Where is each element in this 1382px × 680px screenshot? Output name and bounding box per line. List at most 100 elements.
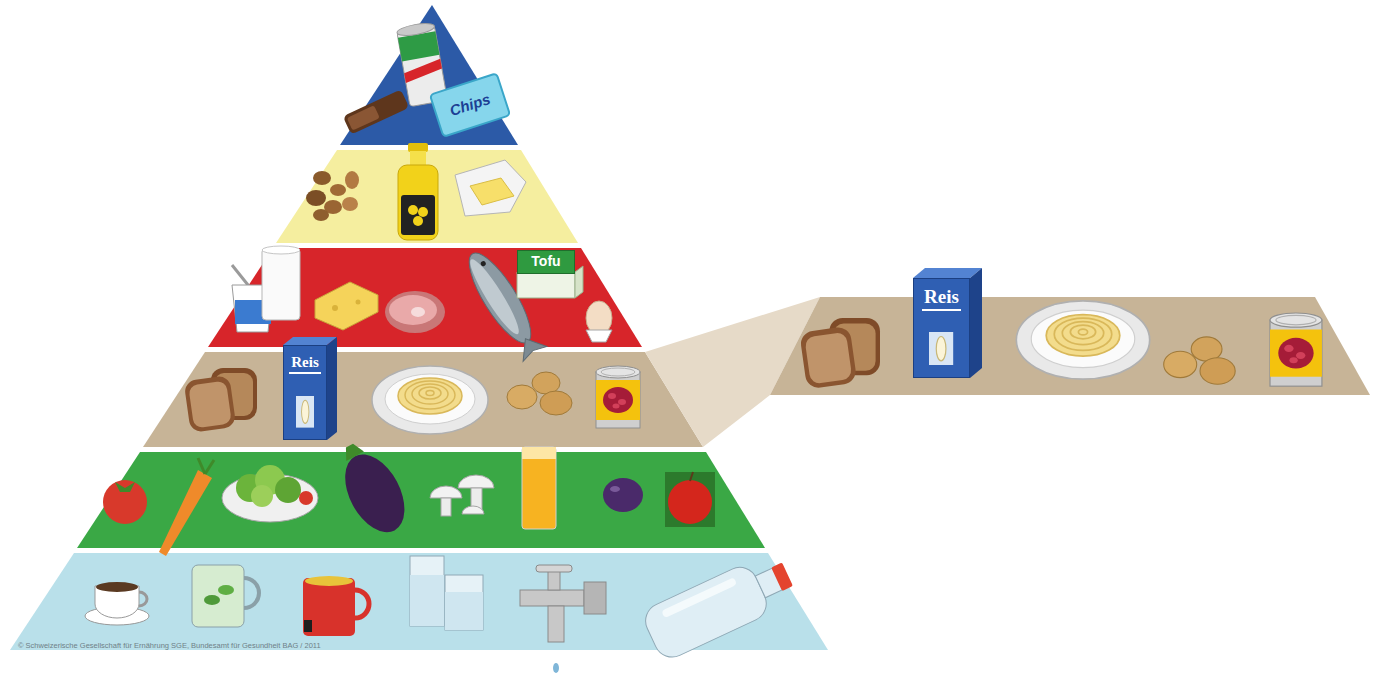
dairy-meat-fish-egg-part-part: [480, 260, 487, 267]
tofu-box: Tofu: [517, 250, 575, 274]
starch-foods-part: [184, 368, 257, 433]
drinks-part: [96, 582, 138, 592]
nuts-oil-butter: [306, 143, 526, 240]
vegetables-and-fruit-part: [690, 472, 693, 481]
nuts-oil-butter-part: [401, 195, 435, 235]
zoom-band: [645, 297, 1370, 447]
vegetables-and-fruit-part: [603, 478, 643, 512]
pyramid-bands-part: [340, 5, 518, 145]
drinks-part: [244, 578, 259, 608]
nuts-oil-butter-part: [313, 209, 329, 221]
nuts-oil-butter-part: [418, 207, 428, 217]
vegetables-and-fruit-part: [458, 475, 494, 488]
drinks-part: [520, 590, 584, 606]
rice-box: Reis: [913, 278, 970, 378]
vegetables-and-fruit-part: [668, 480, 712, 524]
pyramid-bands-part: [77, 452, 765, 548]
dairy-meat-fish-egg-part: [262, 248, 300, 320]
dairy-meat-fish-egg-part-part: [464, 255, 524, 338]
vegetables-and-fruit-part: [610, 486, 620, 492]
starch-foods-part: [327, 337, 337, 440]
pyramid-bands-part: [143, 352, 703, 447]
pyramid-bands: [10, 5, 828, 650]
vegetables-and-fruit-part: [441, 498, 451, 516]
dairy-meat-fish-egg-part: [262, 246, 300, 254]
starch-foods-part: [372, 366, 488, 434]
rice-grain: [301, 400, 308, 423]
dairy-meat-fish-egg-part: [411, 307, 425, 317]
dairy-meat-fish-egg-part-part: [514, 331, 547, 361]
vegetables-and-fruit-part: [205, 460, 214, 474]
nuts-oil-butter-part: [313, 171, 331, 185]
drinks-part: [139, 592, 147, 606]
starch-foods: [184, 337, 640, 440]
chips-bag: Chips: [429, 72, 512, 138]
drinks-part: [548, 606, 564, 642]
vegetables-and-fruit-part: [327, 434, 416, 542]
sweets-and-snacks: [343, 21, 448, 134]
drinks-part-part: [640, 561, 772, 662]
drinks-part: [305, 576, 353, 586]
rice-window-ground: [929, 332, 953, 365]
nuts-oil-butter-part: [398, 165, 438, 240]
starch-foods-zoom-part: [913, 268, 982, 278]
dairy-meat-fish-egg-part: [315, 282, 378, 330]
vegetables-and-fruit-part: [275, 477, 301, 503]
drinks-part: [410, 575, 444, 626]
vegetables-and-fruit-part: [103, 480, 147, 524]
vegetables-and-fruit-part: [251, 485, 273, 507]
drinks-part: [303, 578, 355, 636]
vegetables-and-fruit-part: [522, 447, 556, 529]
dairy-meat-fish-egg-part: [356, 300, 361, 305]
drinks-part: [204, 595, 220, 605]
vegetables-and-fruit-part-part: [341, 441, 364, 461]
drinks-part: [584, 582, 606, 614]
nuts-oil-butter-part: [330, 184, 346, 196]
nuts-oil-butter-part: [408, 143, 428, 152]
sweets-and-snacks-part-part: [347, 105, 380, 130]
rice-box: Reis: [283, 345, 327, 440]
starch-foods-zoom-part: [799, 318, 880, 389]
drinks-part: [548, 570, 560, 590]
nuts-oil-butter-part: [306, 190, 326, 206]
vegetables-and-fruit-part: [115, 482, 135, 492]
dairy-meat-fish-egg-part: [332, 305, 338, 311]
sweets-and-snacks-part: [343, 89, 409, 134]
vegetables-and-fruit-part: [665, 472, 715, 527]
drinks-part: [355, 590, 369, 618]
vegetables-and-fruit-part: [522, 447, 556, 459]
pyramid-bands-part: [276, 150, 578, 243]
starch-foods-part: [507, 372, 572, 415]
drinks-part: [192, 565, 244, 627]
starch-foods-part: [596, 366, 640, 428]
drinks-part: [640, 549, 800, 663]
item-label: Reis: [289, 354, 321, 374]
starch-foods-zoom-part: [1164, 337, 1236, 384]
rice-window: [929, 332, 953, 365]
nuts-oil-butter-part: [342, 197, 358, 211]
rice-window: [296, 396, 314, 428]
vegetables-and-fruit-part: [159, 470, 212, 556]
rice-window-ground: [296, 396, 314, 428]
dairy-meat-fish-egg-part: [389, 295, 437, 325]
drinks-part: [445, 592, 483, 630]
rice-grain: [937, 336, 947, 360]
nuts-oil-butter-part: [408, 205, 418, 215]
nuts-oil-butter-part: [455, 160, 526, 216]
dairy-meat-fish-egg-part: [385, 291, 445, 333]
vegetables-and-fruit: [103, 434, 715, 556]
sweets-and-snacks-part-part: [403, 59, 444, 83]
nuts-oil-butter-part: [345, 171, 359, 189]
item-label: Reis: [922, 287, 961, 311]
vegetables-and-fruit-part-part: [333, 444, 417, 542]
item-label: Tofu: [531, 254, 560, 269]
drinks-part: [410, 556, 444, 626]
zoom-band-part: [770, 297, 1370, 395]
drinks-part: [218, 585, 234, 595]
vegetables-and-fruit-part: [430, 486, 462, 498]
pyramid-bands-part: [208, 248, 642, 347]
starch-foods-zoom: [799, 268, 1322, 389]
